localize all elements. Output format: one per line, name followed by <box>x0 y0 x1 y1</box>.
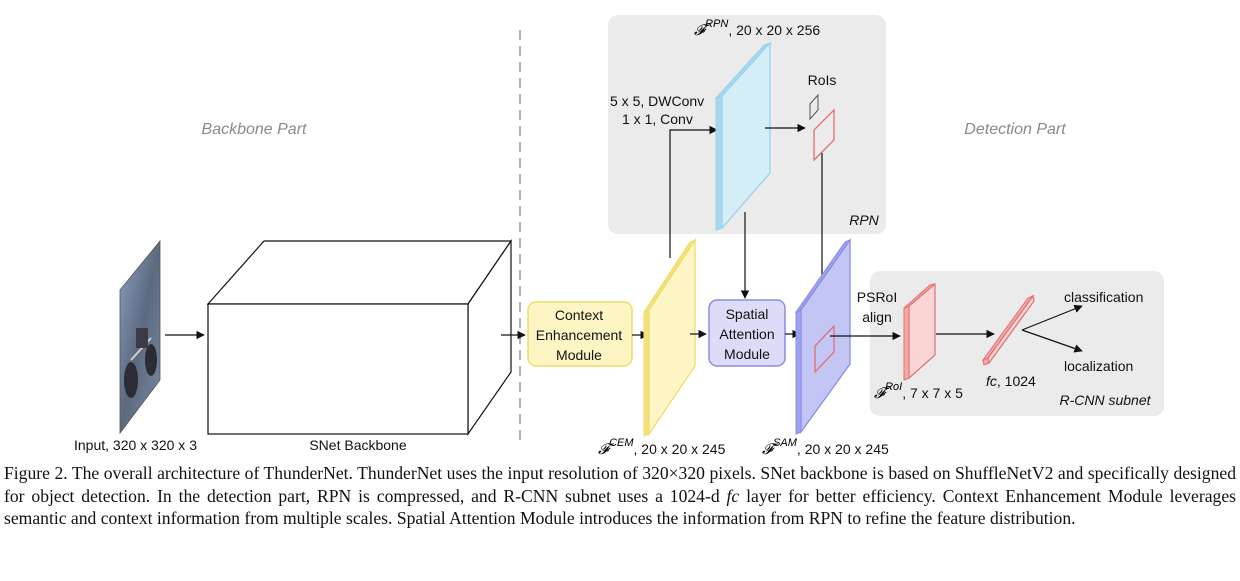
input-image <box>119 239 161 435</box>
arrow-to-classification <box>1021 304 1083 331</box>
conv-label-1: 5 x 5, DWConv <box>610 93 704 109</box>
rcnn-subnet-label: R-CNN subnet <box>1059 392 1151 408</box>
snet-backbone-block <box>206 239 513 436</box>
f-cem-feature-map <box>642 237 697 437</box>
caption-rest: layer for better efficiency. Context Enh… <box>4 485 1236 529</box>
fc-layer <box>981 294 1035 366</box>
psroi-label-2: align <box>862 309 892 325</box>
f-rpn-feature-map <box>714 41 772 231</box>
f-roi-feature-map <box>903 282 936 381</box>
sam-module-label-1: Spatial <box>726 306 769 322</box>
rois-label: RoIs <box>808 72 837 88</box>
figure-caption: Figure 2. The overall architecture of Th… <box>4 462 1236 530</box>
backbone-part-label: Backbone Part <box>202 121 308 138</box>
rpn-panel-label: RPN <box>849 212 879 228</box>
input-label: Input, 320 x 320 x 3 <box>74 437 197 453</box>
classification-label: classification <box>1064 289 1143 305</box>
rcnn-subnet-panel <box>870 271 1164 416</box>
roi-box-large <box>813 108 835 162</box>
roi-box-small <box>809 93 819 121</box>
sam-module <box>708 299 786 367</box>
cem-module-label-2: Enhancement <box>536 327 623 343</box>
psroi-region <box>814 324 835 374</box>
fc-label: fc, 1024 <box>986 373 1036 389</box>
arrow-to-localization <box>1021 329 1083 353</box>
f-sam-feature-map <box>794 237 852 435</box>
arrow-fcem-to-frpn <box>669 125 718 258</box>
localization-label: localization <box>1064 358 1133 374</box>
sam-module-label-2: Attention <box>719 326 774 342</box>
detection-part-label: Detection Part <box>964 121 1066 138</box>
cem-module-label-1: Context <box>555 307 603 323</box>
caption-intro: Figure 2. The overall architecture of Th… <box>4 463 1236 506</box>
cem-module <box>527 301 633 367</box>
psroi-label-1: PSRoI <box>857 289 897 305</box>
conv-label-2: 1 x 1, Conv <box>622 111 693 127</box>
f-cem-label: 𝓕CEM, 20 x 20 x 245 <box>598 437 726 458</box>
sam-module-label-3: Module <box>724 346 770 362</box>
architecture-diagram: Backbone Part Detection Part Input, 320 … <box>74 15 1164 458</box>
caption-fc: fc <box>726 485 740 506</box>
cem-module-label-3: Module <box>556 347 602 363</box>
snet-label: SNet Backbone <box>309 437 406 453</box>
f-sam-label: 𝓕SAM, 20 x 20 x 245 <box>762 437 889 458</box>
